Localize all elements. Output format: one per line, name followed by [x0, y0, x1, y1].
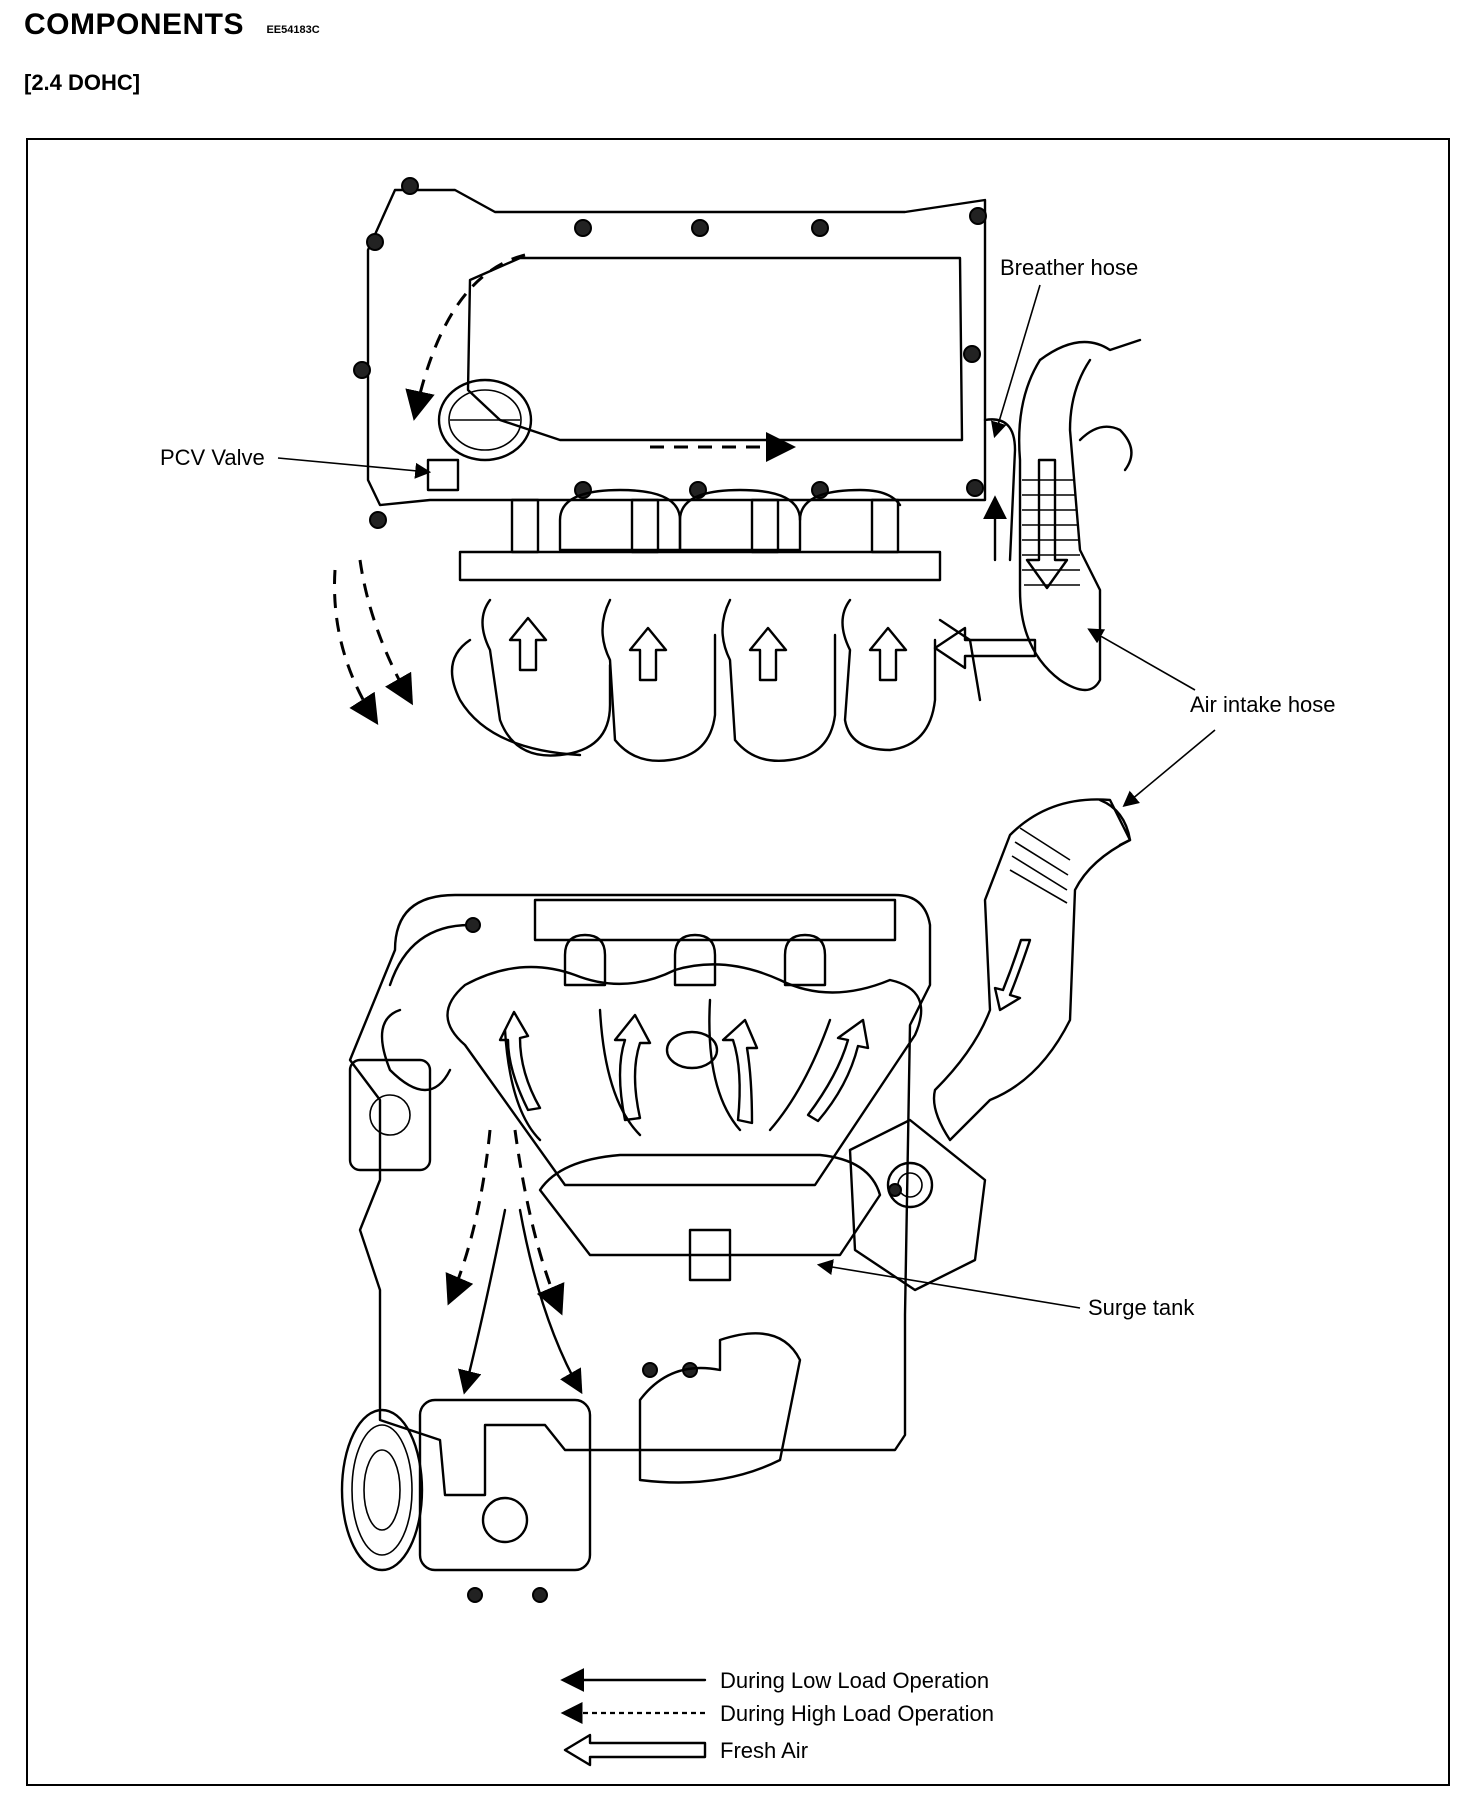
diagram-frame — [26, 138, 1450, 1786]
label-surge-tank: Surge tank — [1088, 1295, 1195, 1320]
legend: During Low Load Operation During High Lo… — [560, 1668, 994, 1767]
intake-runners-top — [450, 598, 982, 762]
rocker-cover-inner — [466, 256, 964, 442]
callouts: Breather hose PCV Valve Air intake hose … — [160, 255, 1336, 1320]
air-intake-hose-top — [1017, 338, 1142, 692]
bottom-engine-view — [340, 798, 1132, 1603]
manifold-runners — [503, 998, 832, 1142]
legend-fresh-air-symbol — [563, 1733, 707, 1767]
surge-tank-port — [688, 1228, 732, 1282]
label-breather-hose: Breather hose — [1000, 255, 1138, 280]
fuel-rail — [458, 550, 942, 582]
leader-air-intake-bottom — [1122, 729, 1216, 808]
lower-intake — [638, 1332, 802, 1484]
cam-housing — [533, 898, 897, 942]
fresh-air-arrows-bottom — [498, 938, 1032, 1125]
leader-breather-hose — [991, 284, 1041, 439]
rocker-cover — [366, 188, 987, 507]
high-load-flow-arrows-bottom — [445, 1129, 565, 1316]
fuel-injectors — [510, 488, 902, 554]
high-load-flow-arrows — [333, 253, 796, 726]
label-pcv-valve: PCV Valve — [160, 445, 265, 470]
coolant-hoses — [348, 923, 472, 1172]
document-code: EE54183C — [266, 23, 320, 36]
legend-fresh-air-label: Fresh Air — [720, 1738, 808, 1763]
page-header: COMPONENTS EE54183C — [24, 8, 320, 42]
throttle-body — [848, 1118, 987, 1292]
leader-surge-tank — [816, 1259, 1081, 1309]
leader-pcv-valve — [277, 457, 432, 479]
cover-bolts — [353, 177, 987, 529]
air-intake-hose-bottom — [932, 798, 1132, 1142]
breather-hose — [983, 418, 1017, 562]
surge-tank — [538, 1153, 882, 1257]
page-title: COMPONENTS — [24, 8, 245, 41]
label-air-intake-hose: Air intake hose — [1190, 692, 1336, 717]
legend-high-load-label: During High Load Operation — [720, 1701, 994, 1726]
leader-air-intake-top — [1087, 628, 1196, 691]
top-engine-view — [333, 177, 1142, 762]
intake-manifold — [446, 963, 923, 1187]
oil-filler-cap — [437, 378, 533, 462]
engine-variant-subtitle: [2.4 DOHC] — [24, 70, 141, 95]
low-load-flow-arrows-bottom — [458, 1208, 583, 1395]
ignition-coils — [563, 933, 827, 987]
alternator-pulley — [340, 1398, 592, 1572]
pcv-valve — [426, 458, 460, 492]
fresh-air-arrows-top — [508, 458, 1069, 682]
legend-low-load-label: During Low Load Operation — [720, 1668, 989, 1693]
engine-block — [348, 893, 932, 1497]
bottom-bolts — [465, 917, 902, 1603]
